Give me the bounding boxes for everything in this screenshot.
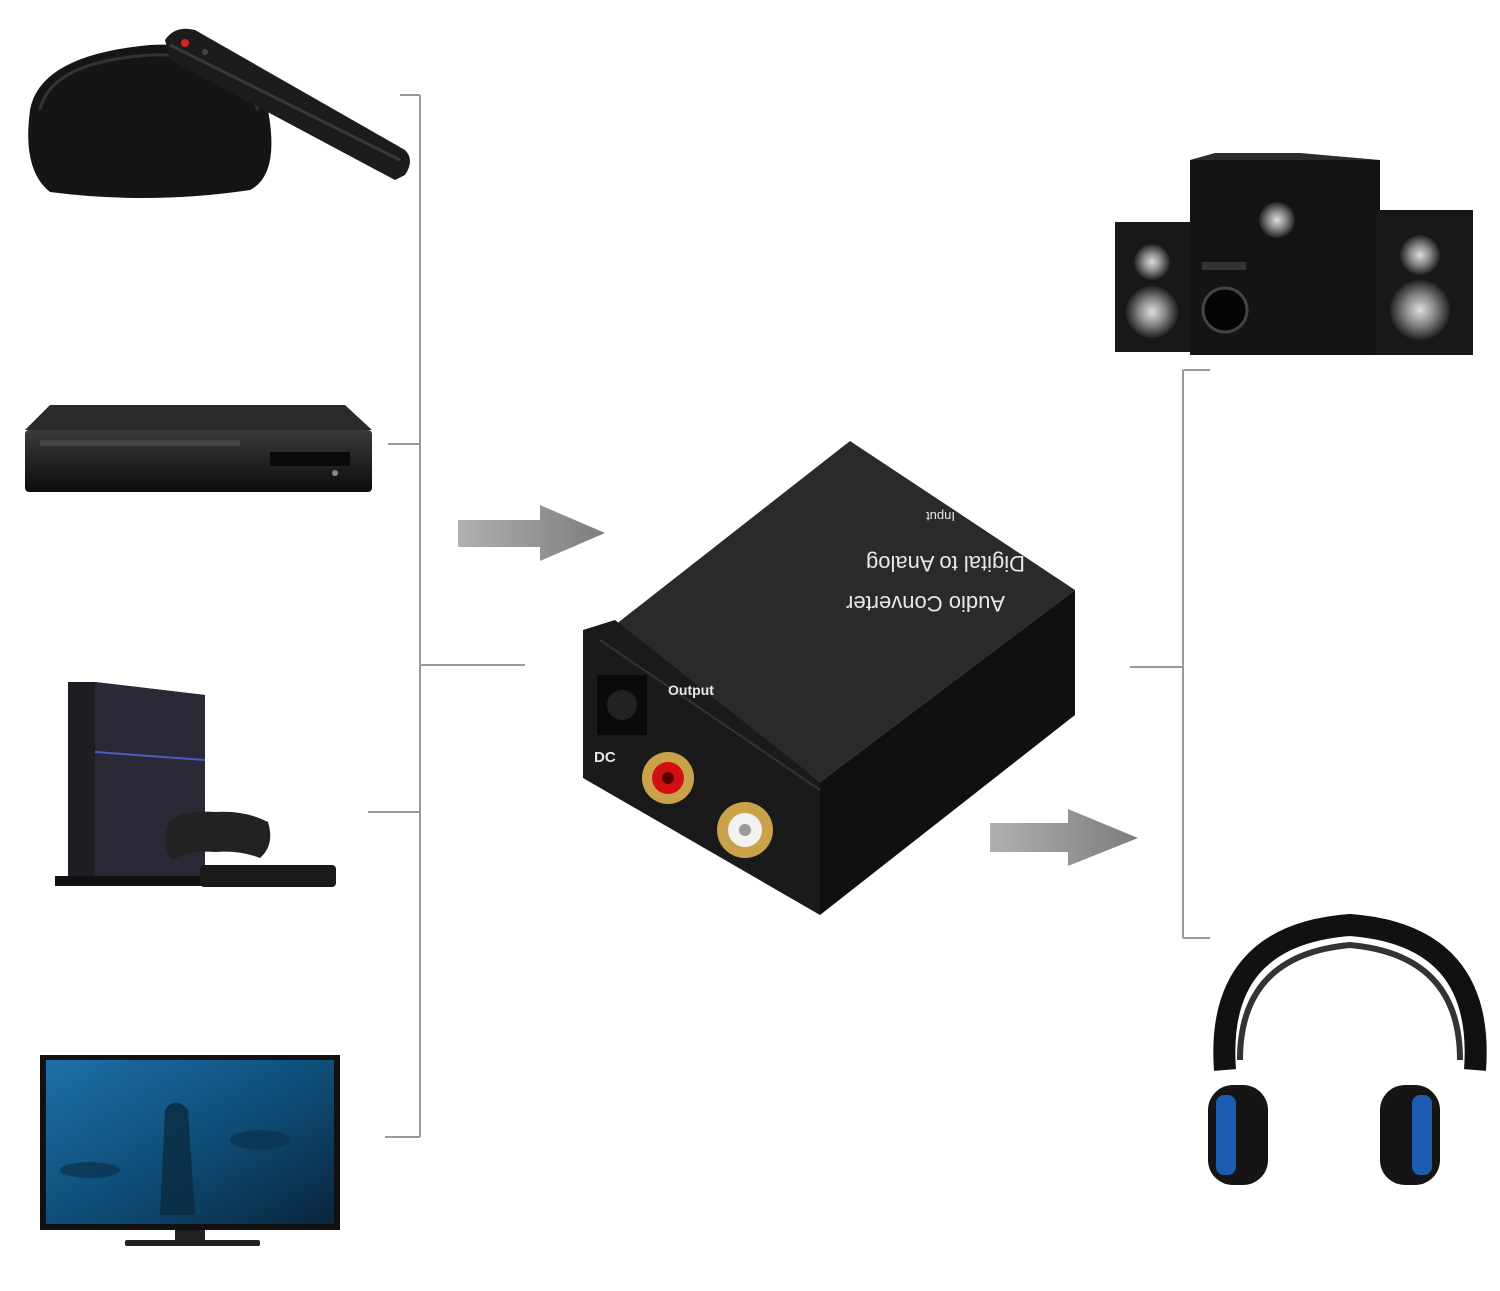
converter-dc-label: DC [594,749,616,766]
output-arrow-icon [990,809,1138,866]
converter-title-line1: Digital to Analog [866,551,1025,576]
input-arrow-icon [458,505,605,561]
tv-box-with-remote-icon [28,28,410,199]
output-bracket [1130,369,1210,939]
speaker-system-icon [1115,153,1473,355]
dac-converter: Input Digital to Analog Audio Converter … [583,441,1075,915]
source-bracket [368,94,525,1138]
converter-input-label: Input [926,509,955,524]
television-icon [40,1055,340,1246]
converter-title-line2: Audio Converter [846,591,1005,616]
rca-red-jack [642,752,694,804]
rca-white-jack [717,802,773,858]
game-console-icon [55,682,336,887]
dvd-player-icon [25,405,372,492]
headphones-icon [1208,913,1487,1185]
converter-output-label: Output [668,682,714,698]
